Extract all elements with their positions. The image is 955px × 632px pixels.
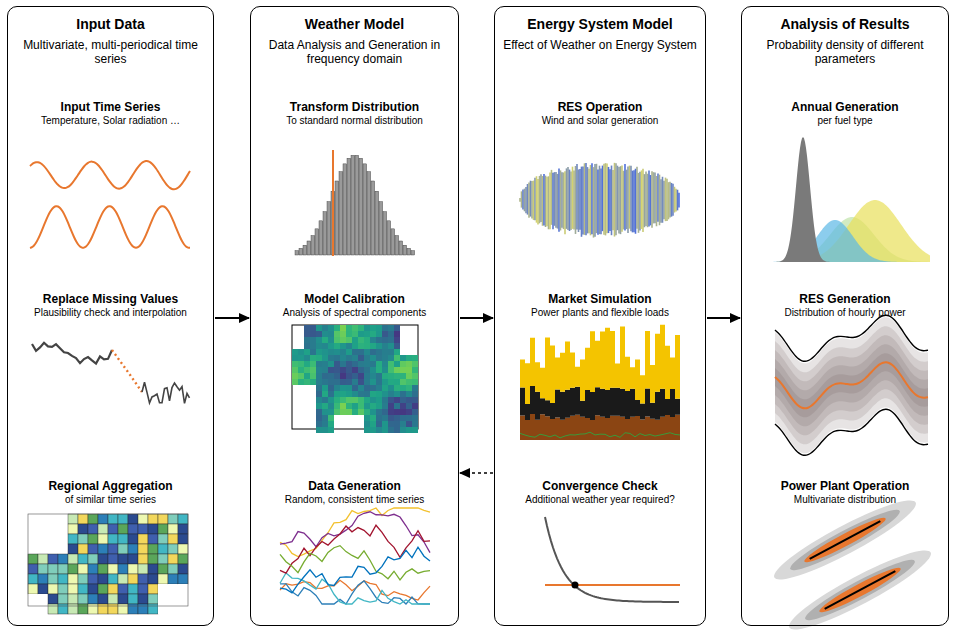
section-caption: of similar time series [65, 494, 156, 505]
panel-title: Input Data [8, 16, 213, 32]
panel-title: Energy System Model [495, 16, 705, 32]
multivariate-ellipses [768, 490, 937, 632]
flow-arrow [215, 317, 249, 319]
res-band [520, 163, 679, 238]
histogram [295, 150, 415, 256]
section-caption: per fuel type [817, 115, 872, 126]
panel-subtitle: Data Analysis and Generation in frequenc… [260, 38, 450, 66]
section-caption: Plausibility check and interpolation [34, 307, 187, 318]
region-map [28, 514, 188, 614]
calibration-map [292, 325, 418, 433]
flow-arrow [460, 472, 493, 474]
panel-title: Analysis of Results [742, 16, 948, 32]
time-series-sketch [30, 161, 190, 248]
distribution-curves [770, 137, 930, 262]
section-heading: Replace Missing Values [43, 292, 178, 306]
section-caption: Random, consistent time series [285, 494, 425, 505]
section-heading: Market Simulation [548, 292, 651, 306]
section-caption: Analysis of spectral components [283, 307, 426, 318]
section-caption: Wind and solar generation [542, 115, 659, 126]
section-caption: Power plants and flexible loads [531, 307, 669, 318]
panel-subtitle: Multivariate, multi-periodical time seri… [21, 38, 201, 66]
flow-arrow [707, 317, 740, 319]
panel-subtitle: Probability density of different paramet… [755, 38, 935, 66]
section-heading: RES Operation [558, 100, 643, 114]
section-caption: Temperature, Solar radiation … [41, 115, 180, 126]
panel-subtitle: Effect of Weather on Energy System [500, 38, 700, 52]
market-stack [520, 325, 680, 440]
section-heading: Transform Distribution [290, 100, 419, 114]
section-heading: Power Plant Operation [781, 479, 910, 493]
generated-series [280, 508, 430, 604]
panel-title: Weather Model [251, 16, 458, 32]
section-caption: Multivariate distribution [794, 494, 896, 505]
flow-arrow [460, 317, 493, 319]
convergence-plot [545, 517, 680, 602]
section-heading: Model Calibration [304, 292, 405, 306]
section-heading: Data Generation [308, 479, 401, 493]
section-heading: Convergence Check [542, 479, 657, 493]
section-caption: Distribution of hourly power [784, 307, 905, 318]
section-heading: RES Generation [799, 292, 890, 306]
generation-band [775, 315, 928, 455]
section-caption: Additional weather year required? [525, 494, 675, 505]
missing-values-sketch [32, 343, 190, 404]
section-heading: Regional Aggregation [48, 479, 172, 493]
section-heading: Annual Generation [791, 100, 898, 114]
section-heading: Input Time Series [61, 100, 161, 114]
section-caption: To standard normal distribution [286, 115, 423, 126]
